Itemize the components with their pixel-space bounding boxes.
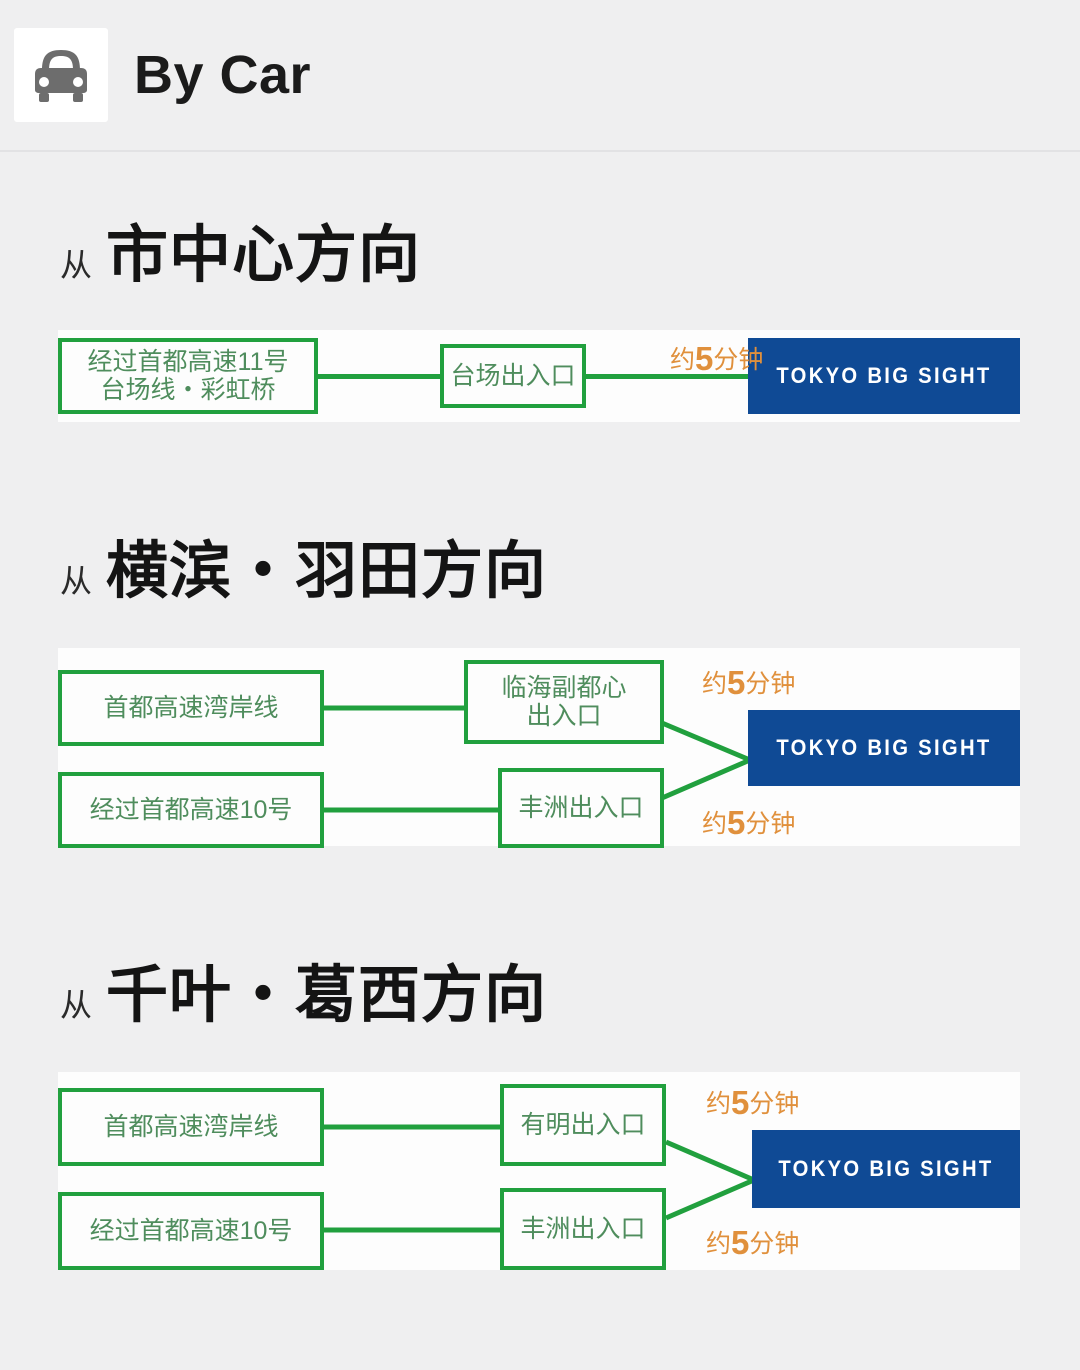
node-route-wangan-line[interactable]: 首都高速湾岸线 — [58, 1088, 324, 1166]
node-exit-odaiba[interactable]: 台场出入口 — [440, 344, 586, 408]
destination-logo-text: TOKYO BIG SIGHT — [778, 1156, 994, 1181]
time-suffix: 分钟 — [745, 670, 796, 698]
page-title: By Car — [134, 45, 312, 105]
heading-prefix: 从 — [60, 563, 93, 599]
section-from-city-center: 从 市中心方向 经过首都高速11号 台场线・彩虹桥 台场出入口 约5分钟 TOK… — [0, 152, 1080, 422]
node-exit-toyosu[interactable]: 丰洲出入口 — [500, 1188, 666, 1270]
node-route-highway-10[interactable]: 经过首都高速10号 — [58, 1192, 324, 1270]
page-header: By Car — [0, 0, 1080, 152]
destination-logo-1[interactable]: TOKYO BIG SIGHT — [748, 338, 1020, 414]
node-exit-rinkai-fukutoshin[interactable]: 临海副都心 出入口 — [464, 660, 664, 744]
time-value: 5 — [731, 1224, 750, 1261]
section-from-yokohama-haneda: 从 横滨・羽田方向 首都高速湾岸线 经过首都高速10号 临海副都心 出入 — [0, 422, 1080, 848]
time-value: 5 — [695, 340, 714, 377]
heading-prefix: 从 — [60, 247, 93, 283]
destination-logo-text: TOKYO BIG SIGHT — [776, 363, 992, 388]
node-label: 丰洲出入口 — [520, 1215, 646, 1243]
time-prefix: 约 — [706, 1090, 732, 1118]
time-suffix: 分钟 — [745, 810, 796, 838]
node-line-1: 经过首都高速11号 — [87, 348, 289, 376]
node-route-wangan-line[interactable]: 首都高速湾岸线 — [58, 670, 324, 746]
section-heading-2: 从 横滨・羽田方向 — [0, 422, 1080, 648]
heading-main: 千叶・葛西方向 — [106, 961, 548, 1030]
time-label-3-bottom: 约5分钟 — [706, 1226, 799, 1259]
time-value: 5 — [727, 664, 746, 701]
time-suffix: 分钟 — [713, 346, 764, 374]
node-label: 经过首都高速10号 — [89, 1217, 293, 1245]
node-line-1: 临海副都心 — [501, 674, 627, 702]
node-label: 丰洲出入口 — [518, 794, 644, 822]
time-suffix: 分钟 — [749, 1230, 800, 1258]
destination-logo-3[interactable]: TOKYO BIG SIGHT — [752, 1130, 1020, 1208]
car-icon — [14, 28, 108, 122]
node-route-highway-11[interactable]: 经过首都高速11号 台场线・彩虹桥 — [58, 338, 318, 414]
time-prefix: 约 — [702, 670, 728, 698]
destination-logo-text: TOKYO BIG SIGHT — [776, 735, 992, 760]
node-exit-ariake[interactable]: 有明出入口 — [500, 1084, 666, 1166]
connector-route-to-exit — [312, 374, 504, 379]
node-label: 有明出入口 — [520, 1111, 646, 1139]
diagram-connectors-2 — [322, 705, 751, 813]
node-label: 首都高速湾岸线 — [103, 1113, 279, 1141]
node-line-2: 出入口 — [526, 702, 602, 730]
destination-logo-2[interactable]: TOKYO BIG SIGHT — [748, 710, 1020, 786]
diagram-connectors-3 — [322, 1124, 755, 1233]
time-value: 5 — [731, 1084, 750, 1121]
content-area: 从 市中心方向 经过首都高速11号 台场线・彩虹桥 台场出入口 约5分钟 TOK… — [0, 152, 1080, 1270]
section-from-chiba-kasai: 从 千叶・葛西方向 首都高速湾岸线 经过首都高速10号 有明出入口 丰洲出入口 — [0, 846, 1080, 1270]
node-line-2: 台场线・彩虹桥 — [100, 376, 276, 404]
node-label: 经过首都高速10号 — [89, 796, 293, 824]
time-label-2-top: 约5分钟 — [702, 666, 795, 699]
node-label: 台场出入口 — [450, 362, 576, 390]
heading-main: 市中心方向 — [106, 221, 422, 290]
time-value: 5 — [727, 804, 746, 841]
time-label-2-bottom: 约5分钟 — [702, 806, 795, 839]
node-exit-toyosu[interactable]: 丰洲出入口 — [498, 768, 664, 848]
time-suffix: 分钟 — [749, 1090, 800, 1118]
time-label-1: 约5分钟 — [670, 342, 763, 375]
heading-main: 横滨・羽田方向 — [106, 537, 548, 606]
time-prefix: 约 — [706, 1230, 732, 1258]
time-label-3-top: 约5分钟 — [706, 1086, 799, 1119]
section-heading-3: 从 千叶・葛西方向 — [0, 846, 1080, 1072]
connector-exit-to-destination — [582, 374, 752, 379]
route-diagram-2: 首都高速湾岸线 经过首都高速10号 临海副都心 出入口 丰洲出入口 约5分钟 T… — [58, 648, 1020, 848]
time-prefix: 约 — [702, 810, 728, 838]
node-route-highway-10[interactable]: 经过首都高速10号 — [58, 772, 324, 848]
heading-prefix: 从 — [60, 987, 93, 1023]
section-heading-1: 从 市中心方向 — [0, 152, 1080, 330]
node-label: 首都高速湾岸线 — [103, 694, 279, 722]
route-diagram-1: 经过首都高速11号 台场线・彩虹桥 台场出入口 约5分钟 TOKYO BIG S… — [58, 330, 1020, 422]
route-diagram-3: 首都高速湾岸线 经过首都高速10号 有明出入口 丰洲出入口 约5分钟 TOKYO… — [58, 1072, 1020, 1270]
time-prefix: 约 — [670, 346, 696, 374]
